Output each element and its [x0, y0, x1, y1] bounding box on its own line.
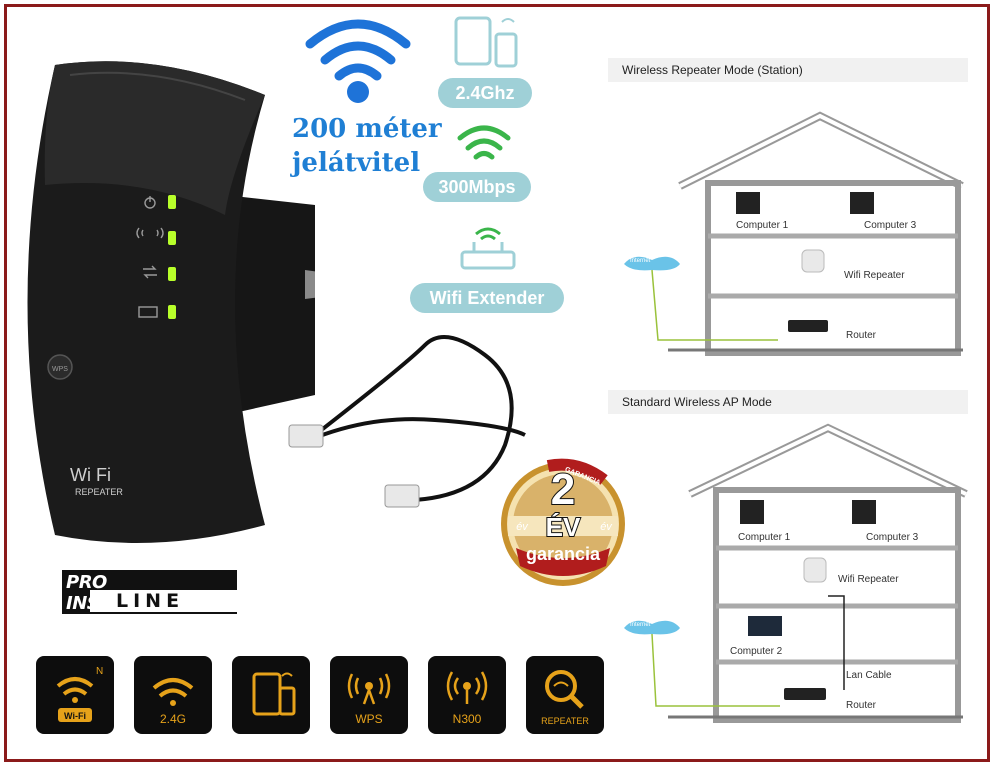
svg-text:garancia: garancia	[526, 544, 601, 564]
range-headline: 200 méter jelátvitel	[292, 112, 442, 180]
diagram-title: Wireless Repeater Mode (Station)	[608, 58, 968, 82]
wps-antenna-icon: WPS	[330, 656, 408, 734]
router-label: Router	[846, 330, 877, 341]
router-icon	[460, 227, 516, 270]
diagram-title: Standard Wireless AP Mode	[608, 390, 968, 414]
brand-bottom-text: LINE	[90, 590, 240, 612]
speed-pill: 300Mbps	[423, 172, 531, 202]
repeater-device: WPS Wi Fi REPEATER	[15, 55, 355, 555]
repeater-label: Wifi Repeater	[844, 270, 905, 281]
computer-3-label: Computer 3	[866, 532, 919, 543]
brand-logo: PRO INSTRUMENT LINE	[62, 570, 240, 614]
svg-text:WPS: WPS	[52, 366, 68, 373]
ethernet-cable-icon	[288, 335, 526, 508]
svg-text:év: év	[516, 521, 529, 533]
wifi-signal-icon	[305, 19, 411, 103]
range-line2: jelátvitel	[292, 148, 421, 178]
svg-text:N: N	[96, 666, 103, 677]
frequency-pill: 2.4Ghz	[438, 78, 532, 108]
wifi-n-icon: N Wi-Fi	[36, 656, 114, 734]
devices-icon	[232, 656, 310, 734]
repeater-search-icon: REPEATER	[526, 656, 604, 734]
range-line1: 200 méter	[292, 114, 442, 144]
ap-mode-diagram: Standard Wireless AP Mode Internet Compu…	[608, 390, 968, 725]
repeater-label: Wifi Repeater	[838, 574, 899, 585]
outer-frame	[4, 4, 990, 762]
lan-cable-label: Lan Cable	[846, 670, 892, 681]
repeater-mode-diagram: Wireless Repeater Mode (Station) Interne…	[608, 58, 968, 358]
svg-text:2: 2	[551, 465, 575, 514]
computer-3-label: Computer 3	[864, 220, 917, 231]
svg-text:Wi Fi: Wi Fi	[70, 465, 111, 485]
wps-button	[47, 354, 73, 380]
router-label: Router	[846, 700, 877, 711]
computer-1-label: Computer 1	[736, 220, 789, 231]
warranty-badge: GARANCIA 2 ÉV év év garancia	[488, 458, 638, 599]
wifi-signal-icon: 2.4G	[134, 656, 212, 734]
svg-text:REPEATER: REPEATER	[75, 487, 123, 497]
product-pill: Wifi Extender	[410, 283, 564, 313]
computer-1-label: Computer 1	[738, 532, 791, 543]
n300-icon: N300	[428, 656, 506, 734]
phone-tablet-icon	[454, 16, 518, 68]
svg-text:Wi-Fi: Wi-Fi	[64, 711, 86, 721]
svg-text:ÉV: ÉV	[546, 512, 581, 542]
wifi-green-icon	[457, 125, 511, 160]
computer-2-label: Computer 2	[730, 646, 783, 657]
svg-text:év: év	[600, 521, 613, 533]
